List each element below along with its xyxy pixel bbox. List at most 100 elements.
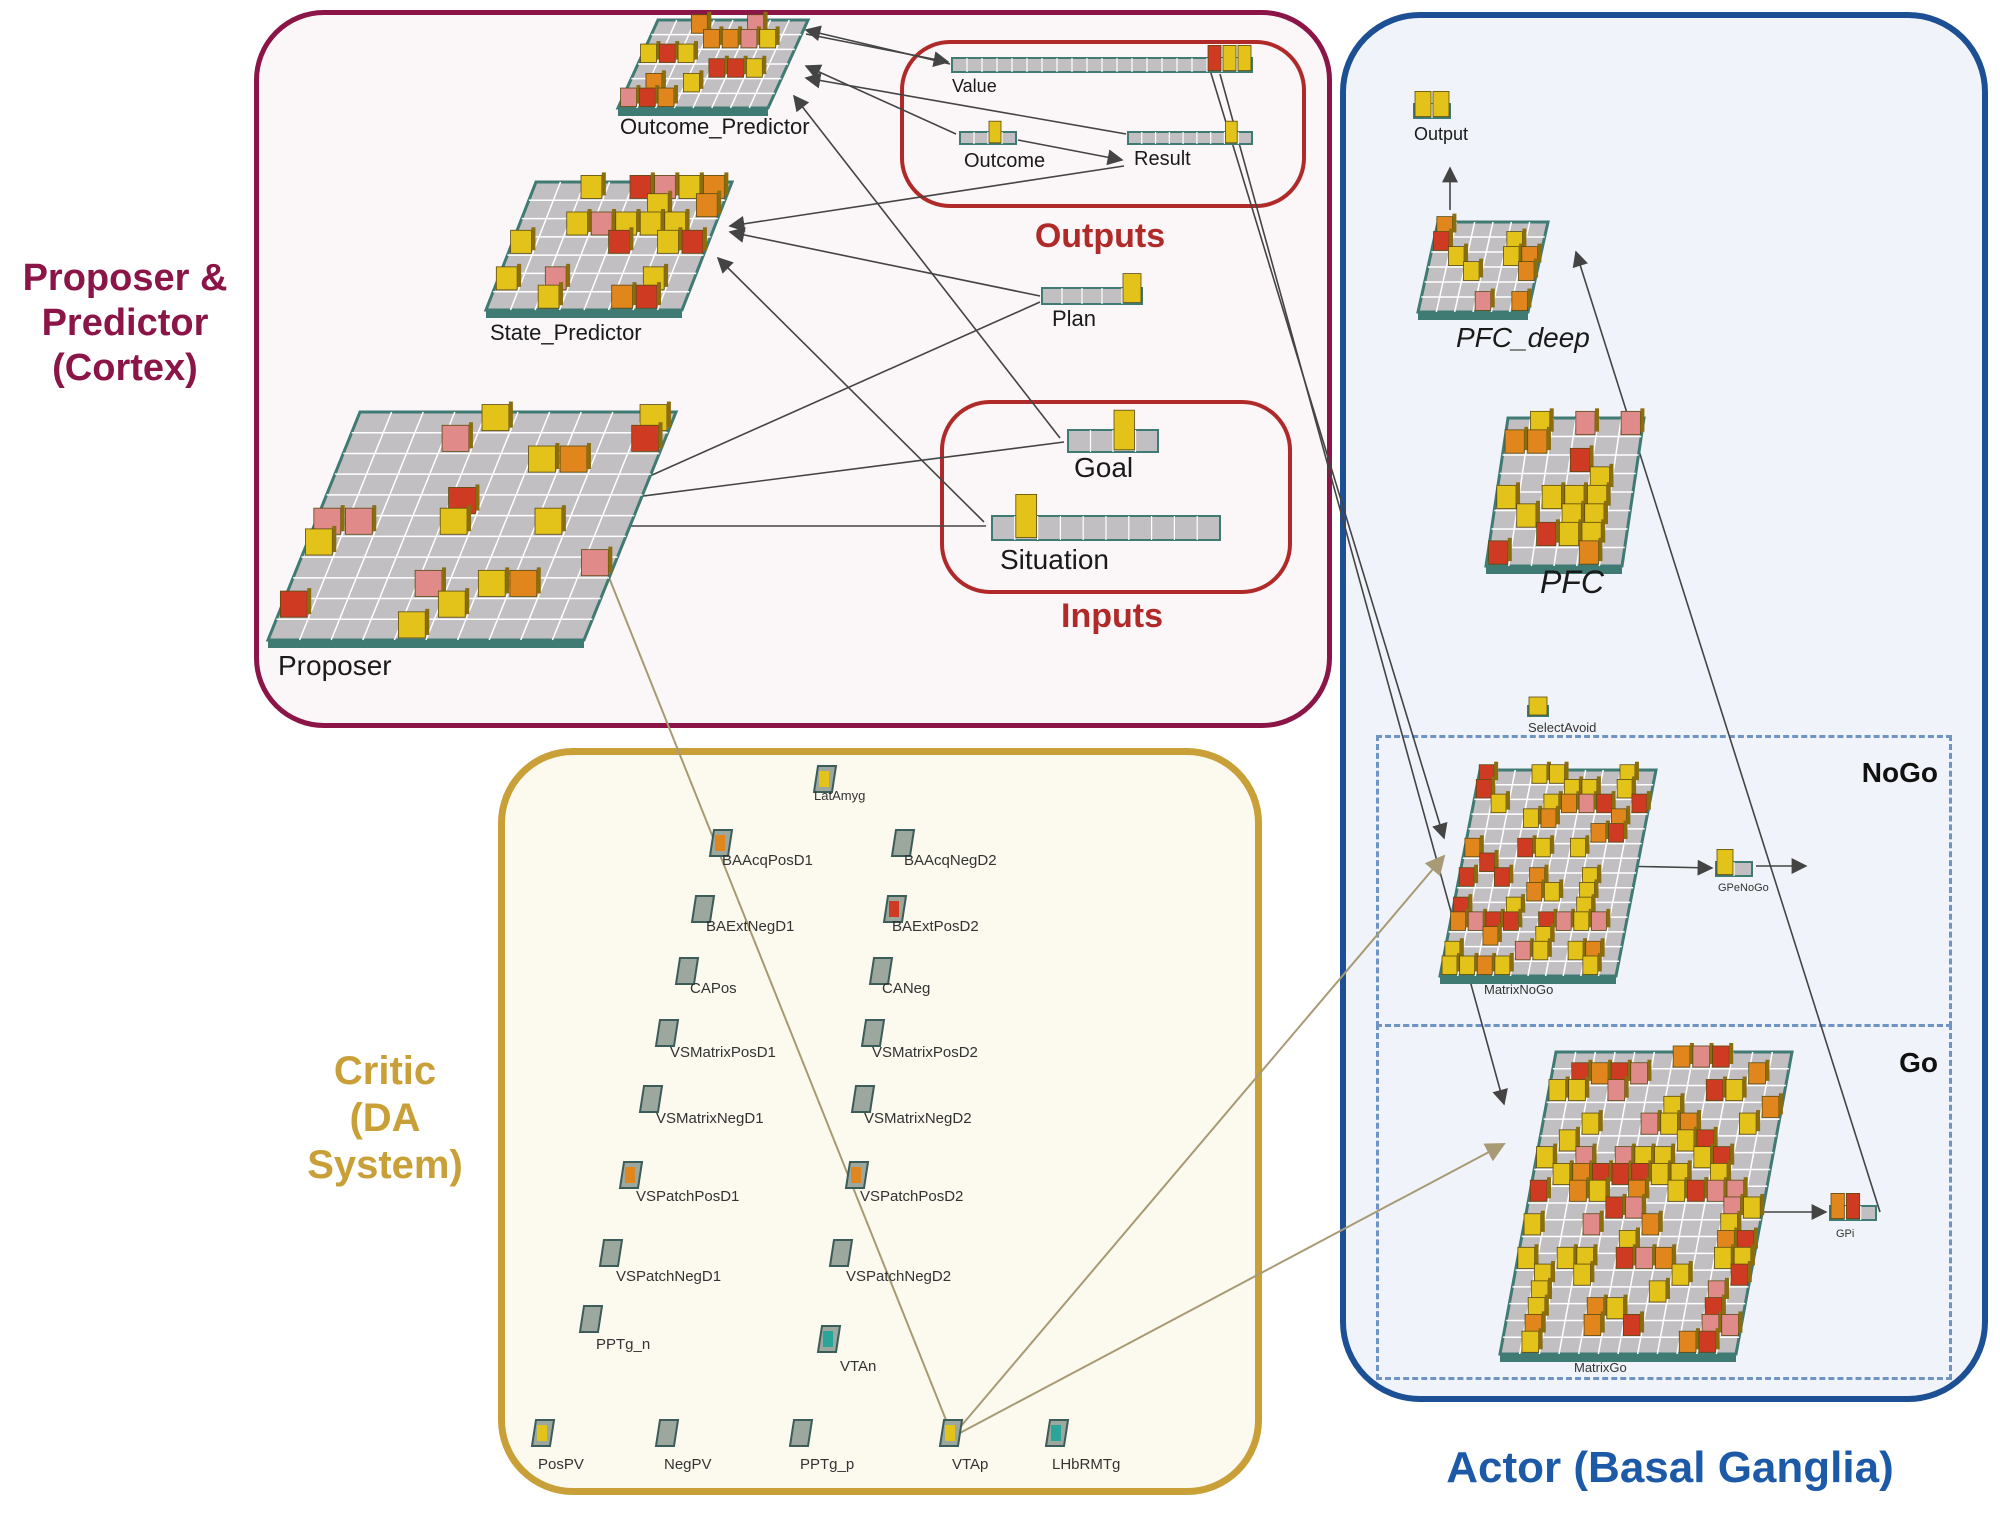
cortex-label-line1: Proposer & [22, 257, 228, 299]
ba-ext-neg-d1-label: BAExtNegD1 [706, 918, 795, 935]
cortex-label: Proposer & Predictor (Cortex) [0, 256, 250, 390]
vs-matrix-neg-d2-layer [850, 1085, 876, 1113]
lhb-rmtg-layer [1044, 1419, 1070, 1447]
pptg-p-layer [788, 1419, 814, 1447]
outputs-box [900, 40, 1306, 208]
ba-ext-neg-d1-layer [690, 895, 716, 923]
vta-n-label: VTAn [840, 1358, 877, 1375]
ca-neg-layer [868, 957, 894, 985]
vs-patch-pos-d2-label: VSPatchPosD2 [860, 1188, 964, 1205]
goal-label: Goal [1074, 452, 1134, 483]
matrix-go-layer [1498, 1042, 1794, 1362]
matrix-go-label: MatrixGo [1574, 1360, 1627, 1375]
ca-pos-layer [674, 957, 700, 985]
proposer-layer [265, 401, 679, 648]
lat-amyg-label: LatAmyg [814, 788, 866, 803]
ba-acq-neg-d2-layer [890, 829, 916, 857]
critic-label-line1: Critic [333, 1049, 437, 1093]
conn-situation-statepred [716, 256, 985, 523]
matrix-nogo-label: MatrixNoGo [1484, 982, 1554, 997]
gpe-nogo-label: GPeNoGo [1718, 882, 1769, 894]
conn-outcome-outcomepred [804, 64, 957, 135]
ca-pos-label: CAPos [690, 980, 737, 997]
go-box [1376, 1024, 1952, 1380]
pptg-n-layer [578, 1305, 604, 1333]
pos-pv-label: PosPV [538, 1456, 584, 1473]
vs-matrix-pos-d1-label: VSMatrixPosD1 [670, 1044, 776, 1061]
output-label: Output [1414, 124, 1469, 144]
value-label: Value [952, 76, 997, 96]
plan-label: Plan [1052, 306, 1097, 331]
matrix-nogo-layer [1438, 761, 1658, 984]
nogo-label: NoGo [1861, 757, 1938, 788]
ca-neg-label: CANeg [882, 980, 931, 997]
cortex-label-line3: (Cortex) [52, 346, 198, 389]
vs-patch-pos-d1-label: VSPatchPosD1 [636, 1188, 740, 1205]
gpi-label: GPi [1836, 1228, 1855, 1240]
critic-label: Critic (DA System) [270, 1048, 500, 1190]
critic-label-line3: System) [307, 1143, 463, 1188]
situation-label: Situation [1000, 544, 1109, 575]
critic-label-line2: (DA [349, 1096, 421, 1141]
state-predictor-label: State_Predictor [490, 320, 642, 345]
neg-pv-label: NegPV [664, 1456, 712, 1473]
vs-patch-pos-d2-layer [844, 1161, 870, 1189]
lhb-rmtg-label: LHbRMTg [1052, 1456, 1121, 1473]
result-label: Result [1134, 148, 1191, 170]
pptg-n-label: PPTg_n [596, 1336, 651, 1353]
goal-layer [1067, 409, 1159, 453]
vta-p-layer [938, 1419, 964, 1447]
vs-patch-neg-d2-label: VSPatchNegD2 [846, 1268, 952, 1285]
outputs-label: Outputs [1034, 217, 1166, 255]
vs-patch-neg-d2-layer [828, 1239, 854, 1267]
lat-amyg-layer [812, 765, 838, 793]
select-avoid-label: SelectAvoid [1528, 720, 1597, 735]
conn-result-statepred [728, 165, 1125, 232]
pfc-deep-layer [1416, 213, 1550, 320]
conn-value-matrixnogo [1209, 69, 1448, 840]
outcome-label: Outcome [964, 150, 1046, 172]
pos-pv-layer [530, 1419, 556, 1447]
select-avoid-layer [1527, 696, 1549, 717]
critic-region [498, 748, 1262, 1495]
situation-layer [991, 493, 1221, 541]
inputs-label: Inputs [1061, 597, 1163, 635]
conn-vtap-matrixgo [957, 1143, 1506, 1435]
outcome-predictor-label: Outcome_Predictor [620, 114, 810, 139]
ba-ext-pos-d2-layer [882, 895, 908, 923]
vs-matrix-pos-d1-layer [654, 1019, 680, 1047]
pfc-deep-label: PFC_deep [1456, 322, 1590, 353]
conn-plan-statepred [728, 227, 1041, 297]
conn-result-outcomepred [804, 72, 1127, 135]
vs-matrix-pos-d2-label: VSMatrixPosD2 [872, 1044, 978, 1061]
plan-layer [1041, 273, 1143, 305]
vs-matrix-neg-d2-label: VSMatrixNegD2 [864, 1110, 972, 1127]
vs-patch-neg-d1-layer [598, 1239, 624, 1267]
pptg-p-label: PPTg_p [800, 1456, 855, 1473]
gpe-nogo-layer [1715, 849, 1753, 877]
vta-n-layer [816, 1325, 842, 1353]
ba-ext-pos-d2-label: BAExtPosD2 [892, 918, 979, 935]
vs-matrix-neg-d1-label: VSMatrixNegD1 [656, 1110, 764, 1127]
vs-matrix-neg-d1-layer [638, 1085, 664, 1113]
proposer-label: Proposer [278, 650, 392, 681]
inputs-box [940, 400, 1292, 594]
vta-p-label: VTAp [952, 1456, 989, 1473]
ba-acq-pos-d1-layer [708, 829, 734, 857]
ba-acq-pos-d1-label: BAAcqPosD1 [722, 852, 813, 869]
actor-label: Actor (Basal Ganglia) [1446, 1443, 1894, 1492]
vs-patch-pos-d1-layer [618, 1161, 644, 1189]
outcome-predictor-layer [615, 11, 811, 116]
pfc-layer [1484, 408, 1646, 574]
vs-matrix-pos-d2-layer [860, 1019, 886, 1047]
pfc-label: PFC [1540, 564, 1604, 600]
conn-plan-proposer [612, 301, 1041, 494]
conn-goal-proposer [610, 441, 1065, 507]
vs-patch-neg-d1-label: VSPatchNegD1 [616, 1268, 722, 1285]
outcome-layer [959, 120, 1017, 145]
neg-pv-layer [654, 1419, 680, 1447]
cortex-label-line2: Predictor [41, 301, 209, 344]
state-predictor-layer [483, 172, 735, 318]
conn-outcomepred-value [805, 33, 950, 68]
